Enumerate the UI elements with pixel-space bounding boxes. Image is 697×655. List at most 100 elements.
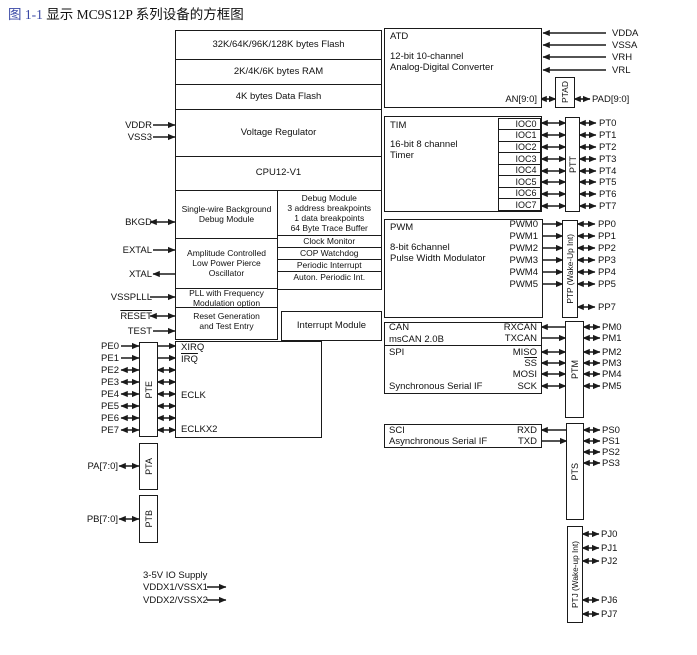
pin-vrl: VRL bbox=[612, 65, 631, 76]
figure-ref-link[interactable]: 图 1-1 bbox=[8, 7, 43, 22]
tim-name: TIM bbox=[390, 120, 407, 131]
tim-desc: 16-bit 8 channel Timer bbox=[390, 139, 458, 161]
pin-vss3: VSS3 bbox=[127, 132, 152, 143]
port-ptm: PTM bbox=[565, 321, 584, 418]
io-supply-label: 3-5V IO Supply bbox=[143, 570, 208, 581]
port-ptt: PTT bbox=[565, 117, 580, 212]
spi-name: SPI bbox=[389, 347, 405, 358]
sci-block bbox=[384, 424, 542, 448]
pin-pp1: PP1 bbox=[598, 231, 616, 242]
cop-watchdog-block: COP Watchdog bbox=[277, 246, 381, 259]
voltage-regulator-block: Voltage Regulator bbox=[176, 109, 381, 156]
ram-block: 2K/4K/6K bytes RAM bbox=[176, 59, 381, 84]
pin-pe7: PE7 bbox=[101, 425, 119, 436]
port-ptj-label: PTJ (Wake-up Int) bbox=[570, 540, 580, 608]
swbdm-block: Single-wire Background Debug Module bbox=[181, 204, 272, 225]
clock-monitor-block: Clock Monitor bbox=[277, 234, 381, 247]
pin-pm3: PM3 bbox=[602, 358, 622, 369]
pin-ps0: PS0 bbox=[602, 425, 620, 436]
signal-irq: IRQ bbox=[181, 354, 198, 365]
pin-pt1: PT1 bbox=[599, 130, 617, 141]
port-ptm-label: PTM bbox=[569, 360, 580, 379]
port-ptad-label: PTAD bbox=[560, 81, 570, 104]
pin-ps1: PS1 bbox=[602, 436, 620, 447]
pwm-name: PWM bbox=[390, 222, 414, 233]
port-pts-label: PTS bbox=[570, 462, 580, 481]
figure-caption-text: 显示 MC9S12P 系列设备的方框图 bbox=[46, 7, 244, 22]
port-pts: PTS bbox=[566, 423, 584, 520]
pin-pp4: PP4 bbox=[598, 267, 616, 278]
signal-txcan: TXCAN bbox=[504, 333, 537, 344]
pin-pj7: PJ7 bbox=[601, 609, 618, 620]
signal-miso: MISO bbox=[512, 347, 537, 358]
port-pte-label: PTE bbox=[143, 380, 154, 399]
port-ptp: PTP (Wake-Up Int) bbox=[562, 220, 578, 318]
port-pte: PTE bbox=[139, 342, 158, 437]
pin-vdda: VDDA bbox=[612, 28, 639, 39]
bus-an: AN[9:0] bbox=[505, 94, 537, 105]
pin-pt7: PT7 bbox=[599, 201, 617, 212]
pin-pj6: PJ6 bbox=[601, 595, 618, 606]
port-ptp-label: PTP (Wake-Up Int) bbox=[565, 234, 575, 304]
periodic-interrupt-block: Periodic Interrupt bbox=[277, 258, 381, 271]
pin-reset: RESET bbox=[120, 311, 152, 322]
memory-core-stack: 32K/64K/96K/128K bytes Flash 2K/4K/6K by… bbox=[175, 30, 382, 191]
cpu-block: CPU12-V1 bbox=[176, 155, 381, 189]
atd-name: ATD bbox=[390, 31, 409, 42]
signal-eclk: ECLK bbox=[181, 390, 206, 401]
pin-pt6: PT6 bbox=[599, 189, 617, 200]
signal-pwm5: PWM5 bbox=[509, 279, 539, 290]
pin-pm2: PM2 bbox=[602, 347, 622, 358]
port-ptb-label: PTB bbox=[143, 510, 154, 528]
bus-pad: PAD[9:0] bbox=[592, 94, 630, 105]
port-ptj: PTJ (Wake-up Int) bbox=[567, 526, 583, 623]
pwm-block bbox=[384, 219, 543, 318]
pin-pm5: PM5 bbox=[602, 381, 622, 392]
pin-pp2: PP2 bbox=[598, 243, 616, 254]
pin-xtal: XTAL bbox=[128, 269, 152, 280]
signal-eclkx2: ECLKX2 bbox=[181, 424, 218, 435]
flash-block: 32K/64K/96K/128K bytes Flash bbox=[212, 39, 345, 51]
pll-block: PLL with Frequency Modulation option bbox=[176, 288, 277, 308]
signal-pwm1: PWM1 bbox=[509, 231, 539, 242]
port-ptad: PTAD bbox=[555, 77, 575, 108]
pin-pe0: PE0 bbox=[101, 341, 119, 352]
signal-pwm3: PWM3 bbox=[509, 255, 539, 266]
signal-sck: SCK bbox=[517, 381, 537, 392]
signal-pwm4: PWM4 bbox=[509, 267, 539, 278]
pin-pt2: PT2 bbox=[599, 142, 617, 153]
bus-pb: PB[7:0] bbox=[86, 514, 118, 525]
pwm-desc: 8-bit 6channel Pulse Width Modulator bbox=[390, 242, 486, 264]
debug-module-block: Debug Module 3 address breakpoints 1 dat… bbox=[287, 192, 372, 233]
signal-rxd: RXD bbox=[516, 425, 537, 436]
pin-pt3: PT3 bbox=[599, 154, 617, 165]
pin-pp0: PP0 bbox=[598, 219, 616, 230]
pin-pe4: PE4 bbox=[101, 389, 119, 400]
port-pta: PTA bbox=[139, 443, 158, 490]
signal-rxcan: RXCAN bbox=[503, 322, 537, 333]
spi-block bbox=[384, 344, 542, 394]
pin-ps3: PS3 bbox=[602, 458, 620, 469]
core-right-subcolumn: Debug Module 3 address breakpoints 1 dat… bbox=[276, 190, 382, 290]
pin-pe5: PE5 bbox=[101, 401, 119, 412]
signal-mosi: MOSI bbox=[512, 369, 537, 380]
figure-caption: 图 1-1 显示 MC9S12P 系列设备的方框图 bbox=[8, 6, 244, 24]
auton-periodic-int-block: Auton. Periodic Int. bbox=[277, 270, 381, 284]
bus-pa: PA[7:0] bbox=[87, 461, 118, 472]
pin-pe1: PE1 bbox=[101, 353, 119, 364]
sci-name: SCI bbox=[389, 425, 405, 436]
pin-pt4: PT4 bbox=[599, 166, 617, 177]
sci-desc: Asynchronous Serial IF bbox=[389, 436, 488, 447]
pin-bkgd: BKGD bbox=[125, 217, 152, 228]
pin-test: TEST bbox=[127, 326, 152, 337]
pin-vddr: VDDR bbox=[125, 120, 152, 131]
port-ptt-label: PTT bbox=[567, 156, 578, 173]
pin-pm0: PM0 bbox=[602, 322, 622, 333]
can-name: CAN bbox=[389, 322, 410, 333]
signal-xirq: XIRQ bbox=[181, 342, 205, 353]
vddx1-vssx1-label: VDDX1/VSSX1 bbox=[143, 582, 208, 593]
pin-ps2: PS2 bbox=[602, 447, 620, 458]
core-left-subcolumn: Single-wire Background Debug Module Ampl… bbox=[175, 190, 278, 340]
pin-pp3: PP3 bbox=[598, 255, 616, 266]
signal-pwm0: PWM0 bbox=[509, 219, 539, 230]
